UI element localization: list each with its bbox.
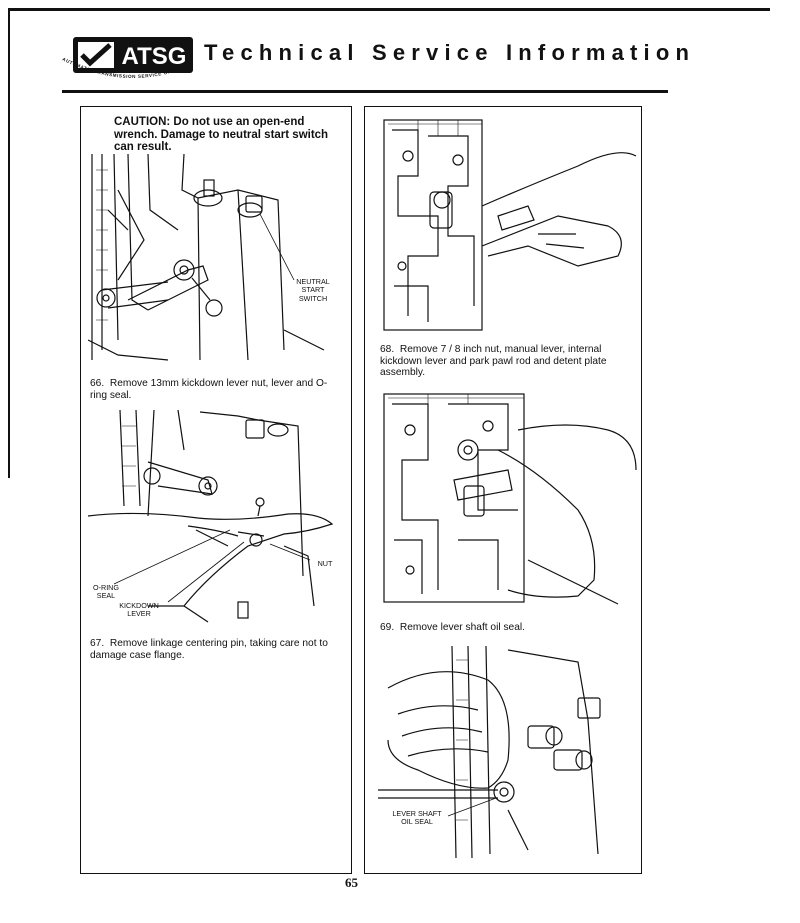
atsg-logo: ATSG	[73, 37, 193, 73]
callout-o-ring-seal: O-RING SEAL	[93, 583, 119, 601]
page-title: Technical Service Information	[204, 40, 696, 65]
page-number: 65	[345, 875, 358, 890]
header-rule	[62, 90, 668, 93]
step-67: 67. Remove linkage centering pin, taking…	[90, 638, 328, 661]
callout-nut: NUT	[317, 559, 333, 568]
step-69: 69. Remove lever shaft oil seal.	[380, 622, 525, 633]
logo-text: ATSG	[122, 43, 187, 70]
right-panel	[364, 106, 642, 874]
figure-neutral-start-switch	[88, 153, 325, 361]
callout-neutral-start-switch: NEUTRAL START SWITCH	[296, 277, 330, 303]
figure-valve-body-pliers	[383, 119, 637, 331]
figure-lever-shaft-oil-seal	[378, 645, 601, 859]
caution-note: CAUTION: Do not use an open-end wrench. …	[114, 116, 329, 153]
svg-text:AUTOMATIC TRANSMISSION SERVICE: AUTOMATIC TRANSMISSION SERVICE GROUP	[62, 58, 184, 79]
step-66: 66. Remove 13mm kickdown lever nut, leve…	[90, 378, 328, 401]
callout-kickdown-lever: KICKDOWN LEVER	[119, 601, 159, 619]
left-rule	[8, 8, 10, 478]
logo-arc-text: AUTOMATIC TRANSMISSION SERVICE GROUP	[62, 58, 184, 79]
top-rule	[10, 8, 770, 11]
figure-valve-body-hand	[383, 393, 637, 605]
figure-kickdown-lever	[88, 409, 334, 623]
step-68: 68. Remove 7 / 8 inch nut, manual lever,…	[380, 344, 607, 379]
left-panel	[80, 106, 352, 874]
callout-lever-shaft-oil-seal: LEVER SHAFT OIL SEAL	[392, 809, 442, 827]
